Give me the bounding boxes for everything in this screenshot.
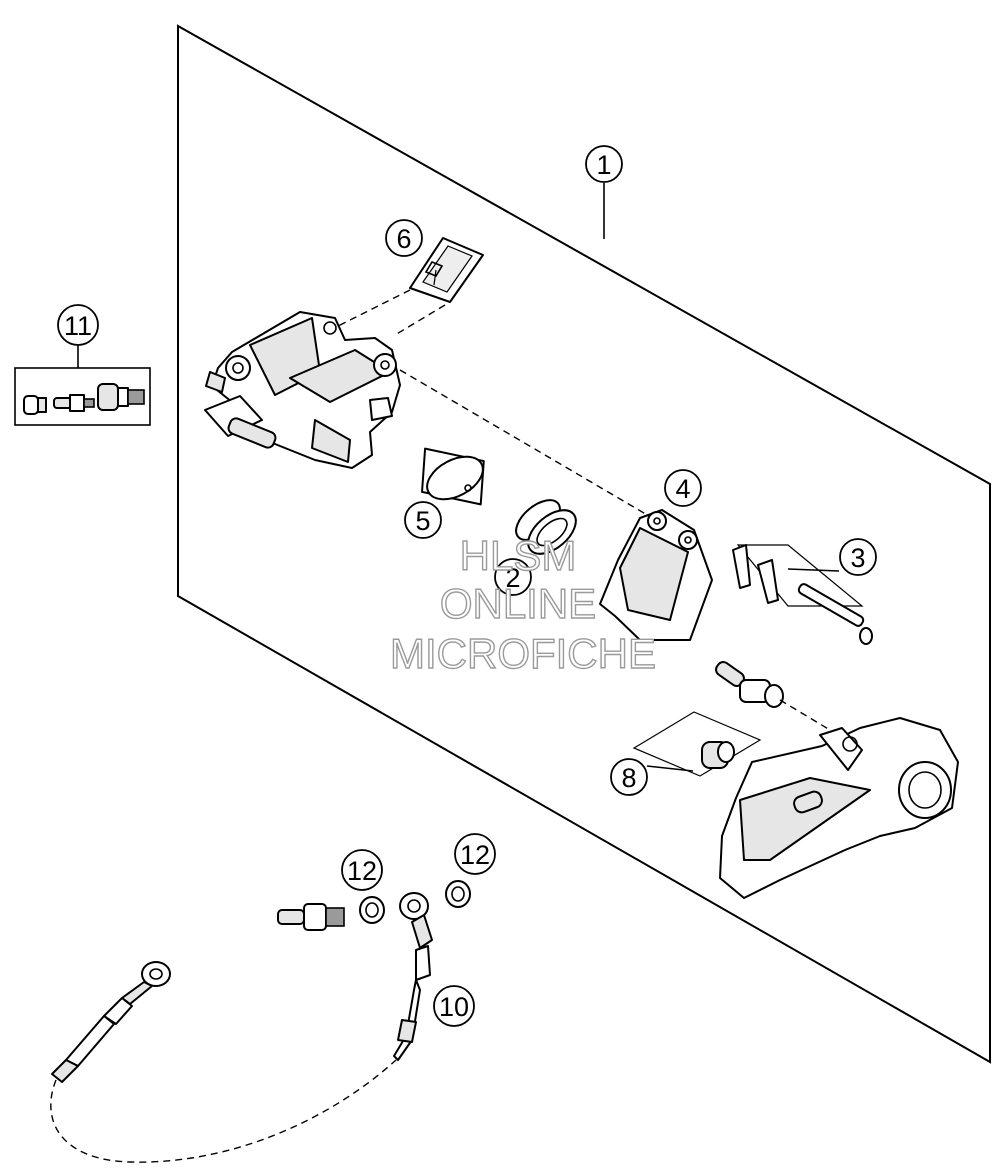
svg-text:ONLINE: ONLINE [440, 580, 596, 627]
svg-text:10: 10 [439, 992, 469, 1022]
svg-text:6: 6 [396, 224, 411, 254]
piston-part [421, 447, 485, 506]
svg-text:4: 4 [675, 474, 690, 504]
spring-dash-2 [394, 304, 446, 336]
bleeder-cap-icon [23, 395, 47, 415]
svg-text:2: 2 [505, 563, 520, 593]
callout-8: 8 [610, 758, 648, 796]
caliper-body-part [204, 311, 401, 469]
bleeder-valve-icon [97, 383, 145, 411]
seal-kit-part [515, 499, 577, 555]
svg-text:12: 12 [460, 840, 490, 870]
caliper-support-part [719, 717, 959, 899]
pad-spring-part [409, 237, 484, 303]
guide-dash [779, 699, 831, 731]
callout-2: 2 [494, 558, 532, 596]
callout-12-left: 12 [341, 849, 383, 891]
bleeder-screw-icon [53, 394, 95, 412]
banjo-bolt-part [277, 903, 345, 931]
svg-text:12: 12 [347, 856, 377, 886]
pad-pin-part [732, 544, 873, 645]
callout-5: 5 [404, 501, 442, 539]
leader-lines [77, 183, 840, 772]
spring-dash-1 [329, 289, 411, 331]
callout-6: 6 [385, 219, 423, 257]
caliper-axis-dash [399, 369, 691, 541]
watermark: HLSM ONLINE MICROFICHE [389, 531, 656, 677]
svg-text:HLSM: HLSM [460, 532, 577, 579]
brake-pads-part [599, 509, 713, 641]
svg-text:8: 8 [621, 763, 636, 793]
washer-right-part [445, 880, 471, 908]
guide-pins-part [632, 661, 784, 777]
svg-text:MICROFICHE: MICROFICHE [390, 630, 656, 677]
brake-hose-part [50, 892, 433, 1163]
assembly-frame [177, 24, 991, 1064]
svg-text:11: 11 [64, 311, 92, 341]
callout-12-right: 12 [454, 833, 496, 875]
callout-3: 3 [839, 538, 877, 576]
callout-11: 11 [57, 304, 99, 346]
svg-text:1: 1 [596, 150, 611, 180]
callout-1: 1 [585, 145, 623, 183]
washer-left-part [359, 896, 385, 924]
callout-4: 4 [664, 469, 702, 507]
callout-10: 10 [433, 985, 475, 1027]
svg-text:5: 5 [415, 506, 430, 536]
svg-text:3: 3 [850, 543, 865, 573]
